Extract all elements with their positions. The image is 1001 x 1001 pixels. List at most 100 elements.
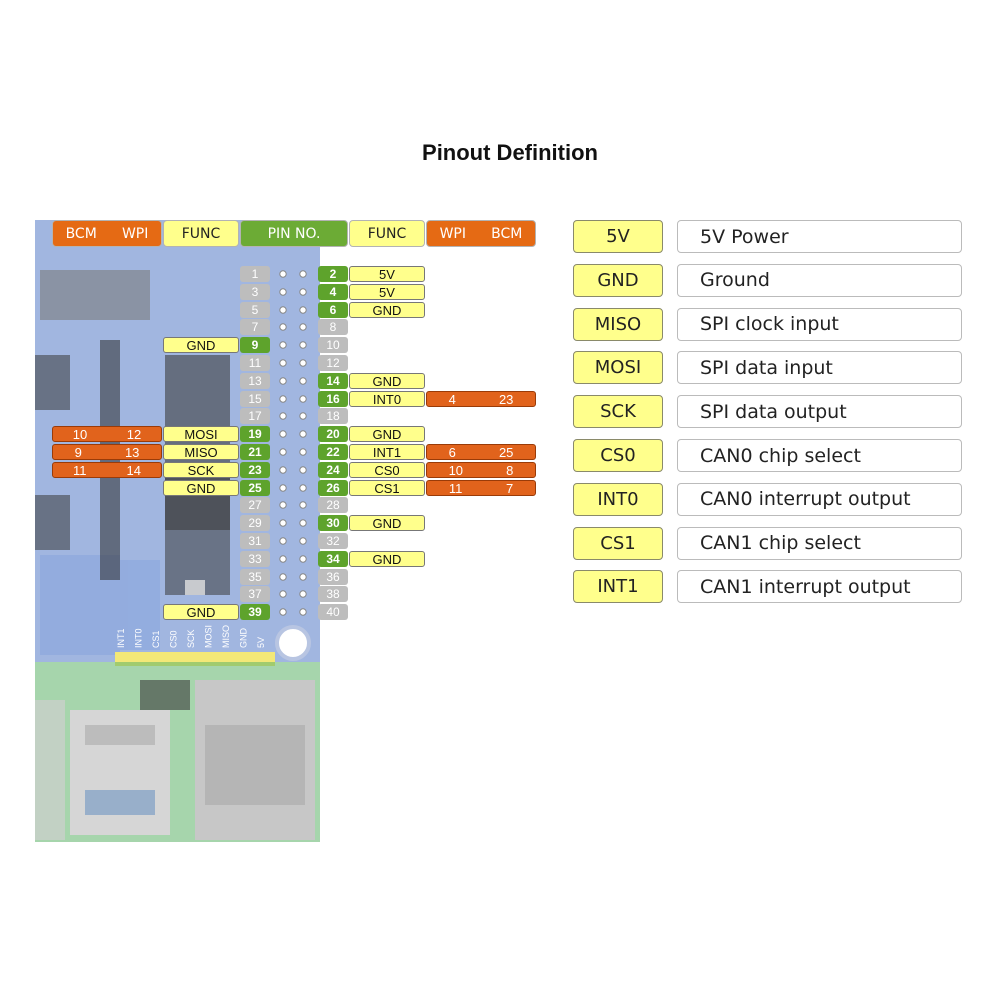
legend-description: 5V Power: [677, 220, 962, 253]
pin-17: 17: [240, 408, 270, 424]
legend-key: INT0: [573, 482, 663, 516]
legend-description: CAN0 chip select: [677, 439, 962, 472]
header-left-func: FUNC: [163, 220, 239, 247]
legend-key: MISO: [573, 307, 663, 341]
right-wpi: 4: [448, 391, 456, 407]
pin-36: 36: [318, 569, 348, 585]
pin-39: 39: [240, 604, 270, 620]
header-pin-dot: [279, 484, 287, 492]
header-pin-dot: [299, 306, 307, 314]
header-pin-dot: [299, 537, 307, 545]
pin-9: 9: [240, 337, 270, 353]
header-pin-dot: [279, 377, 287, 385]
pin-14: 14: [318, 373, 348, 389]
header-pin-dot: [299, 288, 307, 296]
pin-33: 33: [240, 551, 270, 567]
header-pin-dot: [299, 466, 307, 474]
silkscreen-label: MISO: [221, 625, 231, 648]
pin-30: 30: [318, 515, 348, 531]
left-bcm: 9: [74, 444, 82, 460]
right-func-label: 5V: [349, 266, 425, 282]
page-title: Pinout Definition: [422, 140, 598, 165]
header-pin-dot: [299, 608, 307, 616]
left-func-label: GND: [163, 604, 239, 620]
legend-description: Ground: [677, 263, 962, 297]
header-pin-dot: [279, 537, 287, 545]
left-bcm: 11: [73, 462, 87, 478]
pin-7: 7: [240, 319, 270, 335]
legend-key: INT1: [573, 570, 663, 604]
pin-35: 35: [240, 569, 270, 585]
header-pin-dot: [279, 430, 287, 438]
right-func-label: GND: [349, 302, 425, 318]
left-func-label: MISO: [163, 444, 239, 460]
pin-34: 34: [318, 551, 348, 567]
header-pin-dot: [279, 573, 287, 581]
legend-key: SCK: [573, 395, 663, 429]
legend-description: SPI clock input: [677, 307, 962, 341]
header-right-func: FUNC: [349, 220, 425, 247]
header-pin-dot: [279, 359, 287, 367]
header-left-bcm: BCM: [65, 225, 97, 242]
pin-2: 2: [318, 266, 348, 282]
header-pin-dot: [299, 359, 307, 367]
header-right-bcm: BCM: [491, 225, 523, 242]
pin-20: 20: [318, 426, 348, 442]
silkscreen-label: CS0: [169, 630, 179, 648]
header-bcm-wpi-left: BCM WPI: [52, 220, 162, 247]
header-pin-dot: [299, 270, 307, 278]
header-pin-dot: [299, 501, 307, 509]
pin-29: 29: [240, 515, 270, 531]
pin-4: 4: [318, 284, 348, 300]
pin-24: 24: [318, 462, 348, 478]
legend-description: CAN0 interrupt output: [677, 482, 962, 516]
right-wpi: 10: [448, 462, 464, 478]
silkscreen-label: INT1: [116, 628, 126, 648]
pin-11: 11: [240, 355, 270, 371]
right-func-label: GND: [349, 373, 425, 389]
pin-15: 15: [240, 391, 270, 407]
silkscreen-label: 5V: [256, 637, 266, 648]
pin-18: 18: [318, 408, 348, 424]
silkscreen-label: MOSI: [204, 625, 214, 648]
header-pin-dot: [279, 341, 287, 349]
left-func-label: GND: [163, 480, 239, 496]
header-pin-dot: [279, 270, 287, 278]
header-pin-dot: [279, 590, 287, 598]
pin-8: 8: [318, 319, 348, 335]
left-wpi: 13: [124, 444, 140, 460]
legend-description: SPI data input: [677, 351, 962, 385]
right-func-label: CS1: [349, 480, 425, 496]
pin-27: 27: [240, 497, 270, 513]
left-bcm-wpi: 9 13: [52, 444, 162, 460]
right-func-label: GND: [349, 426, 425, 442]
header-pin-dot: [279, 448, 287, 456]
header-pin-dot: [279, 519, 287, 527]
header-left-wpi: WPI: [121, 225, 149, 242]
pin-32: 32: [318, 533, 348, 549]
right-func-label: GND: [349, 551, 425, 567]
left-wpi: 12: [126, 426, 142, 442]
pin-38: 38: [318, 586, 348, 602]
pin-23: 23: [240, 462, 270, 478]
legend-key: CS1: [573, 526, 663, 560]
header-pin-dot: [299, 590, 307, 598]
legend-description: CAN1 interrupt output: [677, 570, 962, 604]
pin-37: 37: [240, 586, 270, 602]
header-pin-dot: [279, 395, 287, 403]
silkscreen-label: INT0: [134, 628, 144, 648]
header-pin-dot: [299, 377, 307, 385]
header-pin-dot: [299, 323, 307, 331]
header-pin-dot: [299, 519, 307, 527]
header-pin-dot: [279, 501, 287, 509]
left-func-label: SCK: [163, 462, 239, 478]
pin-22: 22: [318, 444, 348, 460]
header-pin-dot: [279, 288, 287, 296]
pin-21: 21: [240, 444, 270, 460]
pin-40: 40: [318, 604, 348, 620]
